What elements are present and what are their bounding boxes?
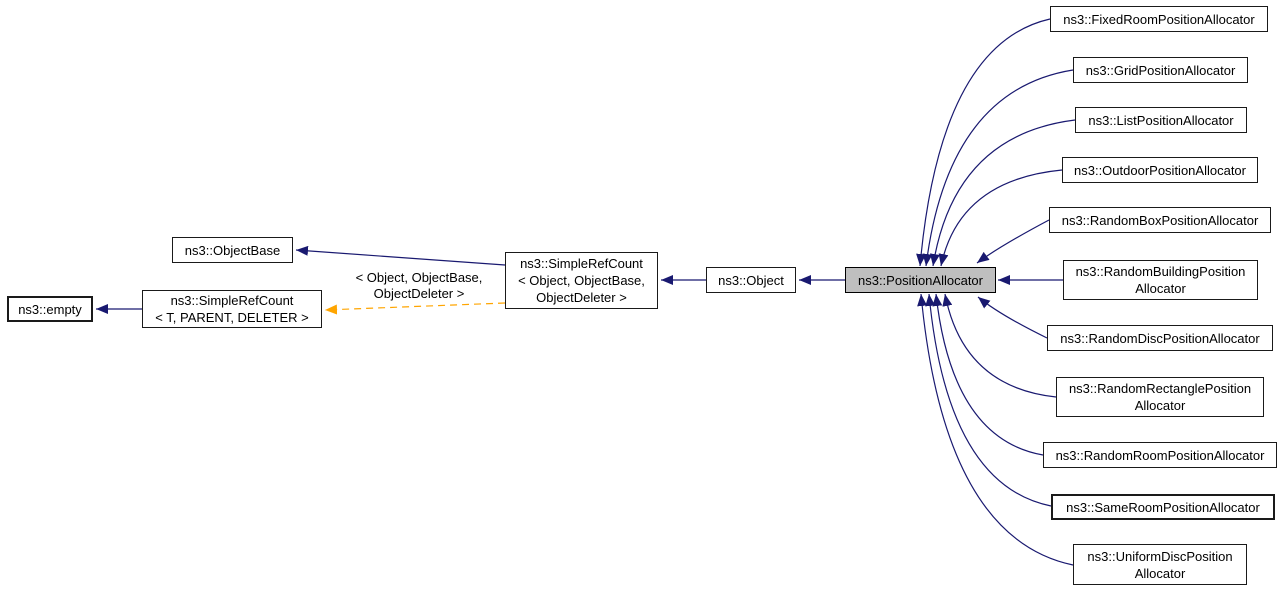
- class-node-ns3-sameroompositionallocator[interactable]: ns3::SameRoomPositionAllocator: [1051, 494, 1275, 520]
- inheritance-edge-randomBox-positionAllocator: [976, 219, 1050, 264]
- class-node-ns3-randombuildingpositionallocator[interactable]: ns3::RandomBuildingPosition Allocator: [1063, 260, 1258, 300]
- inheritance-edge-randomRectangle-positionAllocator: [942, 293, 1057, 398]
- inheritance-edge-uniformDisc-positionAllocator: [917, 293, 1074, 566]
- class-node-ns3-listpositionallocator[interactable]: ns3::ListPositionAllocator: [1075, 107, 1247, 133]
- class-node-ns3-randomdiscpositionallocator[interactable]: ns3::RandomDiscPositionAllocator: [1047, 325, 1273, 351]
- inheritance-edge-grid-positionAllocator: [922, 69, 1074, 267]
- class-node-ns3-randomboxpositionallocator[interactable]: ns3::RandomBoxPositionAllocator: [1049, 207, 1271, 233]
- class-node-ns3-empty[interactable]: ns3::empty: [7, 296, 93, 322]
- class-node-ns3-outdoorpositionallocator[interactable]: ns3::OutdoorPositionAllocator: [1062, 157, 1258, 183]
- inheritance-edge-list-positionAllocator: [929, 119, 1076, 267]
- inheritance-edge-simpleRefCountObj-objectBase: [295, 245, 506, 266]
- inheritance-edge-randomRoom-positionAllocator: [932, 293, 1044, 456]
- class-node-ns3-randomrectanglepositionallocator[interactable]: ns3::RandomRectanglePosition Allocator: [1056, 377, 1264, 417]
- template-args-edge-label: < Object, ObjectBase, ObjectDeleter >: [355, 270, 483, 301]
- class-node-ns3-gridpositionallocator[interactable]: ns3::GridPositionAllocator: [1073, 57, 1248, 83]
- class-node-ns3-positionallocator-focus: ns3::PositionAllocator: [845, 267, 996, 293]
- template-edge-simpleRefCountObj-template: [324, 302, 506, 315]
- class-node-ns3-objectbase[interactable]: ns3::ObjectBase: [172, 237, 293, 263]
- inheritance-edge-sameRoom-positionAllocator: [925, 293, 1052, 507]
- class-node-ns3-randomroompositionallocator[interactable]: ns3::RandomRoomPositionAllocator: [1043, 442, 1277, 468]
- class-node-ns3-simplerefcount-t-parent-deleter[interactable]: ns3::SimpleRefCount < T, PARENT, DELETER…: [142, 290, 322, 328]
- inheritance-edge-outdoor-positionAllocator: [938, 169, 1063, 267]
- inheritance-edge-randomDisc-positionAllocator: [977, 296, 1048, 339]
- class-node-ns3-object[interactable]: ns3::Object: [706, 267, 796, 293]
- inheritance-edge-fixedRoom-positionAllocator: [916, 18, 1051, 267]
- class-node-ns3-uniformdiscpositionallocator[interactable]: ns3::UniformDiscPosition Allocator: [1073, 544, 1247, 585]
- class-node-ns3-simplerefcount-object[interactable]: ns3::SimpleRefCount < Object, ObjectBase…: [505, 252, 658, 309]
- class-node-ns3-fixedroompositionallocator[interactable]: ns3::FixedRoomPositionAllocator: [1050, 6, 1268, 32]
